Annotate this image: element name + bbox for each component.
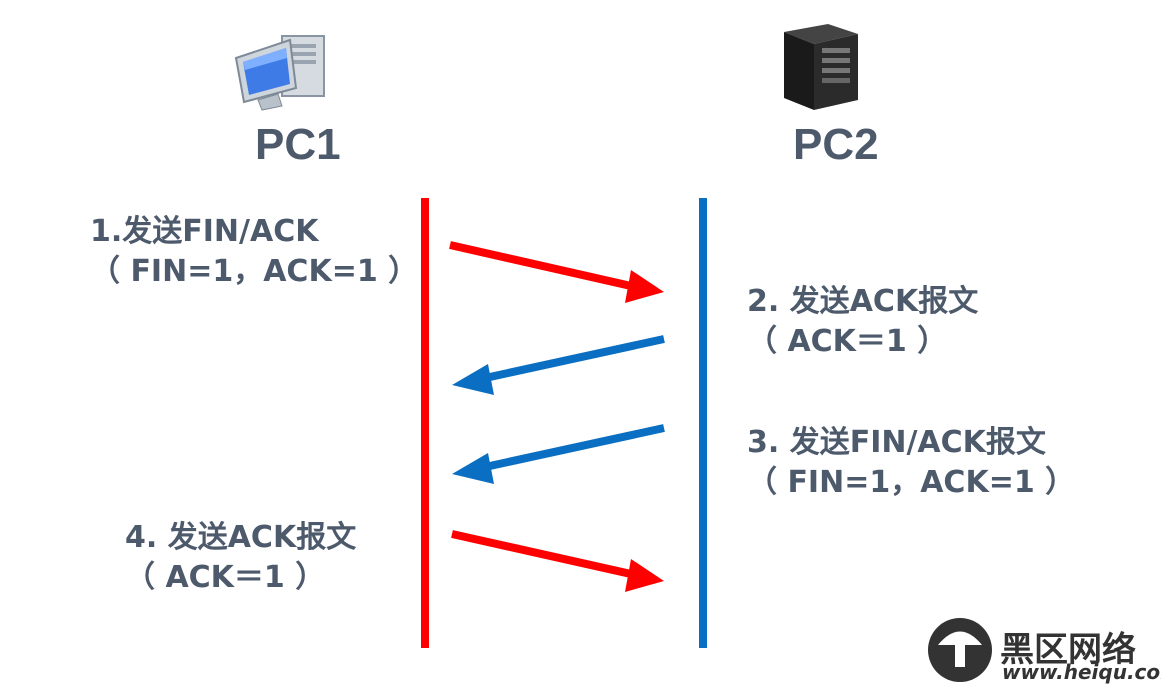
watermark-name: 黑区网络: [1000, 630, 1136, 670]
step-2-line2: （ ACK＝1 ）: [747, 324, 948, 359]
step-3-line1: 3. 发送FIN/ACK报文: [747, 425, 1046, 460]
step-4-line1: 4. 发送ACK报文: [125, 520, 357, 555]
step-1-line1: 1.发送FIN/ACK: [90, 214, 319, 249]
arrow-step-1: [449, 241, 664, 303]
step-2-label: 2. 发送ACK报文 （ ACK＝1 ）: [747, 282, 978, 362]
step-2-line1: 2. 发送ACK报文: [747, 284, 979, 319]
step-4-line2: （ ACK＝1 ）: [125, 560, 326, 595]
step-1-label: 1.发送FIN/ACK （ FIN=1，ACK=1 ）: [90, 212, 418, 292]
step-3-label: 3. 发送FIN/ACK报文 （ FIN=1，ACK=1 ）: [747, 423, 1075, 503]
arrow-step-4: [451, 530, 664, 592]
arrow-step-2: [452, 335, 665, 395]
pc2-label: PC2: [793, 120, 879, 169]
step-1-line2: （ FIN=1，ACK=1 ）: [90, 254, 419, 289]
step-4-label: 4. 发送ACK报文 （ ACK＝1 ）: [125, 518, 356, 598]
pc1-label: PC1: [255, 120, 341, 169]
arrow-step-3: [452, 424, 665, 484]
step-3-line2: （ FIN=1，ACK=1 ）: [747, 465, 1076, 500]
watermark-url: www.heiqu.com: [1002, 660, 1161, 684]
